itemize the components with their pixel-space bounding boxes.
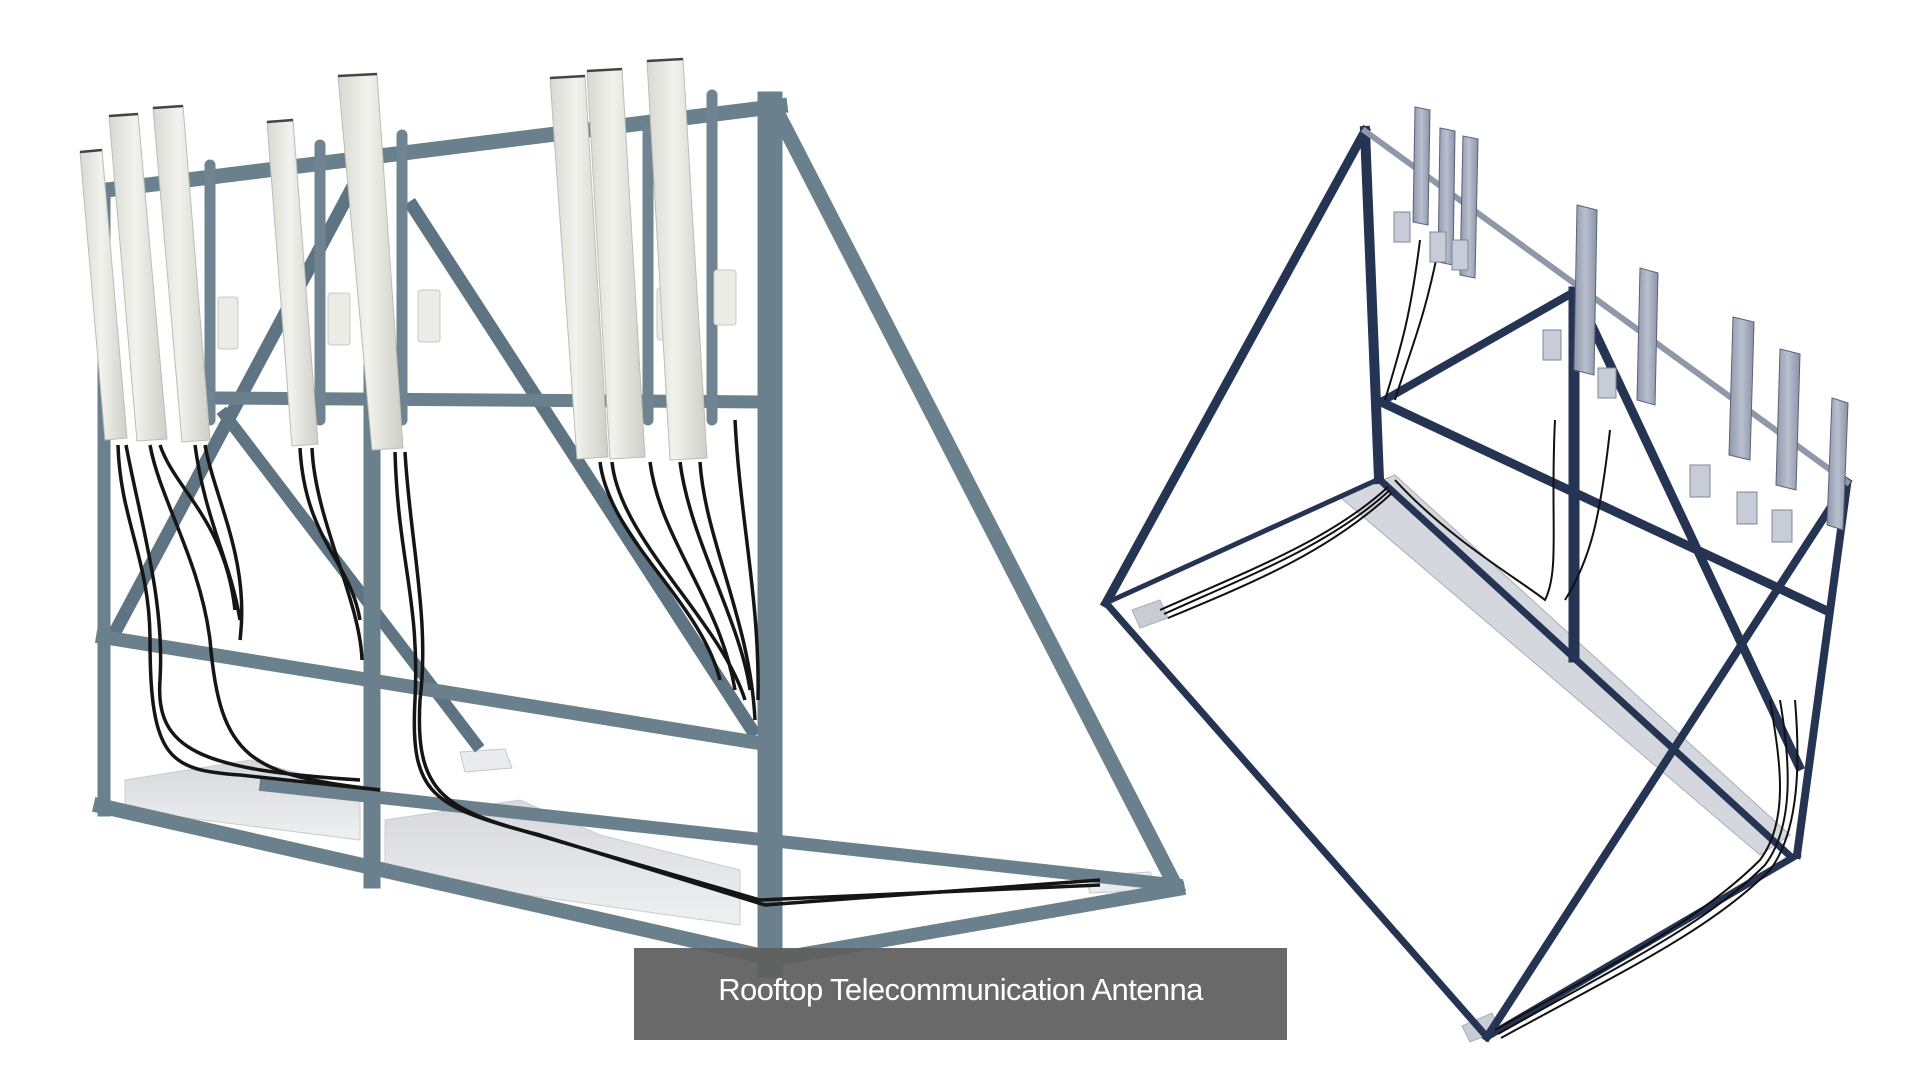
coax-cables-right [1159, 239, 1799, 1039]
ballast-blocks [124, 748, 1158, 926]
panel-antennas-dark [1412, 106, 1849, 531]
right-antenna-frame-render [1099, 106, 1853, 1043]
rru-boxes-right [1393, 211, 1793, 543]
mounting-pipes [204, 89, 718, 426]
panel-antennas-white [79, 57, 708, 461]
caption-banner: Rooftop Telecommunication Antenna [634, 948, 1287, 1040]
coax-cables [116, 419, 1101, 907]
caption-title: Rooftop Telecommunication Antenna [718, 972, 1203, 1007]
left-antenna-frame-render [79, 57, 1187, 978]
